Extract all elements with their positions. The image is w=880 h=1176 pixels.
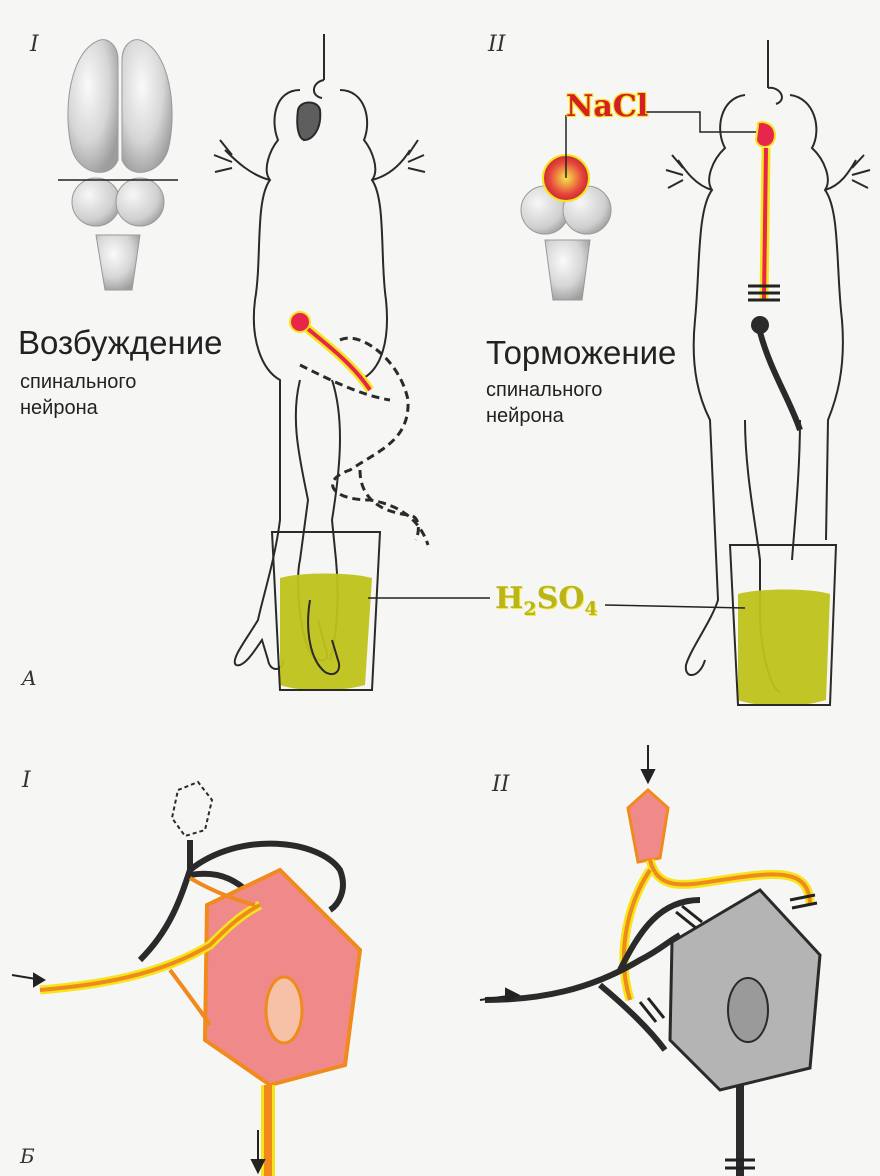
acid-mid: SO xyxy=(537,581,585,616)
inhibition-line1: спинального xyxy=(486,378,602,402)
inhibition-title: Торможение xyxy=(486,336,676,369)
excitation-line2: нейрона xyxy=(20,396,98,420)
panel-a-right-roman: II xyxy=(488,34,505,56)
nacl-pointer-line xyxy=(645,112,760,132)
inhibition-line2: нейрона xyxy=(486,404,564,428)
panel-b-right-roman: II xyxy=(492,774,509,796)
excitation-title: Возбуждение xyxy=(18,326,223,359)
inhibitory-interneuron xyxy=(628,790,668,862)
beaker-left xyxy=(272,532,380,690)
nucleus-grey xyxy=(728,978,768,1042)
panel-a-letter: A xyxy=(22,668,36,688)
neuron-inhibitory-synapse xyxy=(480,745,820,1176)
acid-label: H2SO4 xyxy=(495,584,598,619)
inhibition-pathway xyxy=(748,122,800,430)
nucleus xyxy=(266,977,302,1043)
panel-a-left-roman: I xyxy=(30,34,39,56)
acid-main: H xyxy=(495,581,523,616)
interneuron-dashed xyxy=(172,782,212,836)
panel-b-letter: Б xyxy=(20,1146,35,1166)
nacl-label: NaCl xyxy=(566,92,648,122)
panel-b-left-roman: I xyxy=(22,770,31,792)
neuron-excitatory-synapse xyxy=(12,782,360,1176)
acid-sub1: 2 xyxy=(523,598,536,620)
acid-sub2: 4 xyxy=(584,598,597,620)
raised-leg-dashed xyxy=(300,338,428,545)
beaker-right xyxy=(730,545,836,706)
excitation-line1: спинального xyxy=(20,370,136,394)
inhibited-neuron-dot xyxy=(751,316,769,334)
brain-diagram-right xyxy=(521,115,611,300)
brain-diagram-left xyxy=(58,40,178,290)
neuron-dot xyxy=(290,312,310,332)
